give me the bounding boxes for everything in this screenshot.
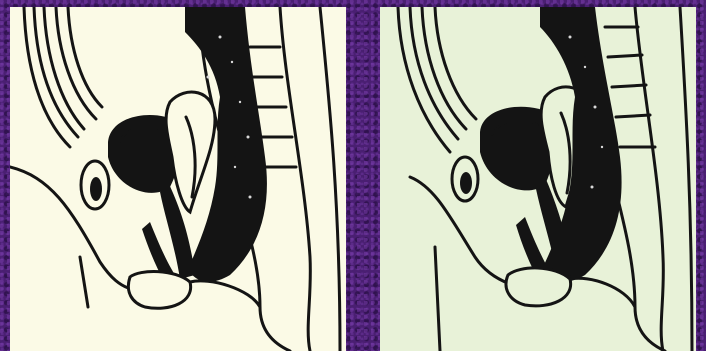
abdominal-wall-line xyxy=(34,7,78,137)
right-sagittal-section-illustration xyxy=(380,7,696,351)
bowel-speck xyxy=(594,106,597,109)
bowel-speck xyxy=(591,186,594,189)
bowel-speck xyxy=(247,136,250,139)
sacrum-outline xyxy=(280,7,310,351)
pubic-bone-core xyxy=(460,172,472,194)
bowel-speck xyxy=(219,36,222,39)
left-sagittal-section-drawing xyxy=(10,7,346,351)
bowel-speck xyxy=(231,61,233,63)
skin-back-outline xyxy=(680,7,692,351)
pubic-bone-core xyxy=(90,177,102,201)
perineal-body-outline xyxy=(506,268,571,306)
bowel-speck xyxy=(569,36,572,39)
thigh-outline xyxy=(435,247,440,351)
abdominal-wall-line xyxy=(68,7,102,107)
abdominal-wall-line xyxy=(422,7,466,129)
perineum-outline xyxy=(10,167,135,290)
thigh-outline xyxy=(80,257,88,307)
bowel-speck xyxy=(239,101,241,103)
right-sagittal-section-drawing xyxy=(380,7,696,351)
sacral-segment-line xyxy=(612,85,646,87)
anal-region-line xyxy=(190,281,260,307)
left-sagittal-section-illustration xyxy=(10,7,346,351)
sacrum-outline xyxy=(635,7,663,351)
sacral-segment-line xyxy=(608,55,642,57)
skin-back-outline xyxy=(320,7,340,351)
bowel-speck xyxy=(584,66,586,68)
bowel-speck xyxy=(249,196,252,199)
bowel-speck xyxy=(601,146,603,148)
anal-region-line xyxy=(570,278,635,307)
sacral-segment-line xyxy=(616,115,650,117)
perineal-body-outline xyxy=(128,272,190,309)
bowel-speck xyxy=(234,166,236,168)
bowel-speck xyxy=(207,76,210,79)
abdominal-wall-line xyxy=(435,7,476,119)
